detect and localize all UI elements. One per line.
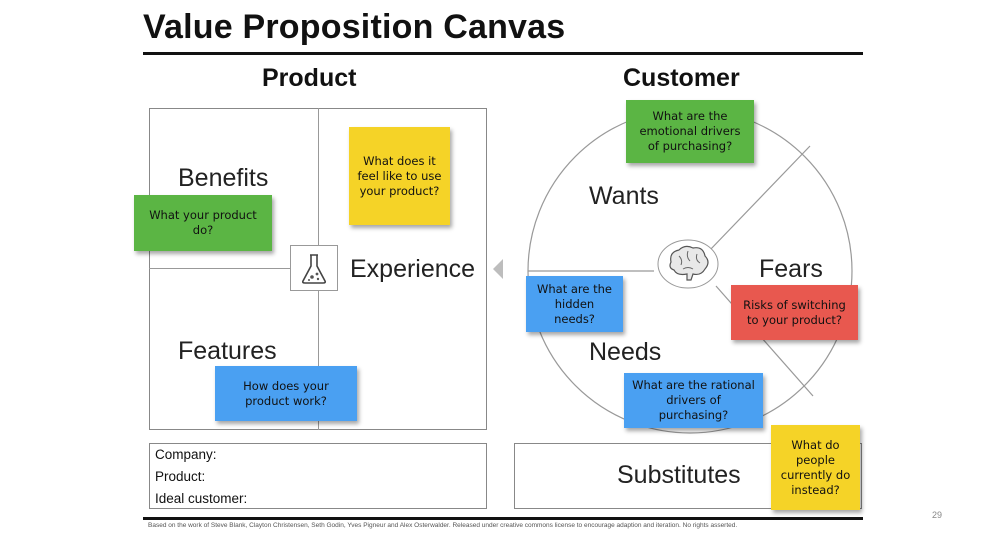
experience-note: What does it feel like to use your produ… bbox=[349, 127, 450, 225]
wants-label: Wants bbox=[589, 182, 659, 210]
brain-icon bbox=[655, 238, 721, 290]
features-note: How does your product work? bbox=[215, 366, 357, 421]
needs-label: Needs bbox=[589, 338, 662, 366]
substitutes-label: Substitutes bbox=[617, 461, 741, 489]
page-number: 29 bbox=[932, 510, 943, 520]
page-title: Value Proposition Canvas bbox=[143, 8, 566, 46]
benefits-note: What your product do? bbox=[134, 195, 272, 251]
arrow-left-icon bbox=[493, 259, 503, 279]
customer-heading: Customer bbox=[623, 64, 740, 92]
fears-note: Risks of switching to your product? bbox=[731, 285, 858, 340]
title-divider bbox=[143, 52, 863, 55]
ideal-customer-field-label: Ideal customer: bbox=[155, 491, 248, 506]
company-field-label: Company: bbox=[155, 447, 217, 462]
features-label: Features bbox=[178, 337, 277, 365]
rational-needs-note: What are the rational drivers of purchas… bbox=[624, 373, 763, 428]
substitutes-note: What do people currently do instead? bbox=[771, 425, 860, 510]
footer-divider bbox=[143, 517, 863, 520]
hidden-needs-note: What are the hidden needs? bbox=[526, 276, 623, 332]
product-field-label: Product: bbox=[155, 469, 206, 484]
experience-label: Experience bbox=[348, 255, 478, 284]
wants-note: What are the emotional drivers of purcha… bbox=[626, 100, 754, 163]
company-box bbox=[149, 443, 487, 509]
flask-icon bbox=[290, 245, 338, 291]
benefits-label: Benefits bbox=[178, 164, 269, 192]
footer-credits: Based on the work of Steve Blank, Clayto… bbox=[148, 522, 738, 529]
fears-label: Fears bbox=[759, 255, 823, 283]
product-heading: Product bbox=[262, 64, 357, 92]
product-divider-horizontal bbox=[149, 268, 318, 269]
